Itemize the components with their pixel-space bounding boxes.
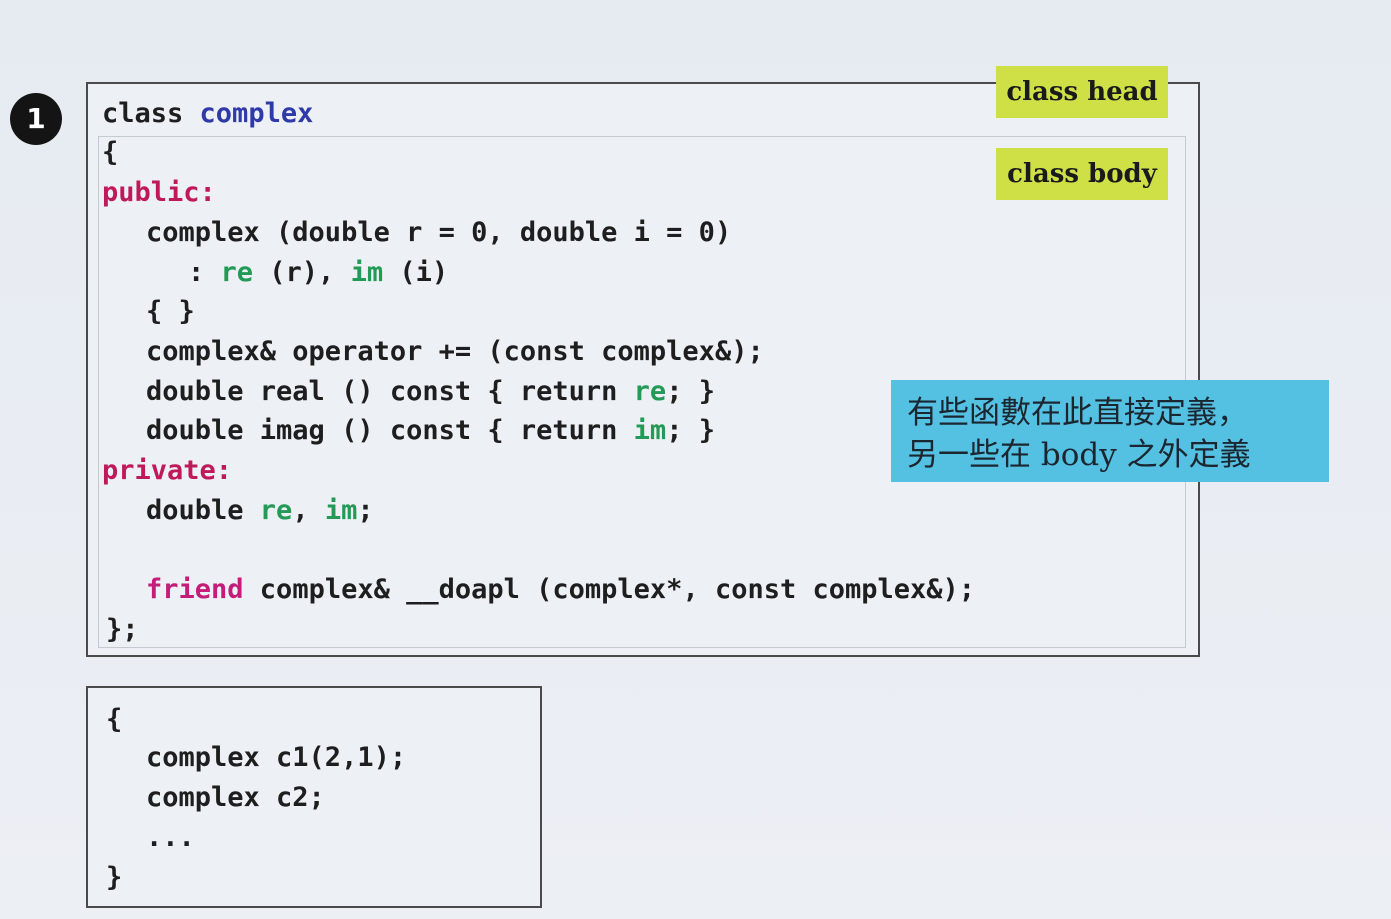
class-keyword: class bbox=[102, 98, 184, 129]
data-re-member: re bbox=[259, 495, 293, 526]
usage-open-brace: { bbox=[106, 704, 123, 735]
usage-ellipsis: ... bbox=[146, 822, 195, 853]
data-type: double bbox=[146, 495, 260, 526]
real-function-prefix: double real () const { return bbox=[146, 376, 634, 407]
note-line-2: 另一些在 body 之外定義 bbox=[907, 437, 1251, 473]
close-brace-line: }; bbox=[106, 614, 139, 645]
constructor-body: { } bbox=[146, 296, 195, 327]
private-keyword: private: bbox=[102, 455, 233, 486]
friend-keyword: friend bbox=[146, 574, 244, 605]
public-keyword: public: bbox=[102, 177, 216, 208]
class-head-label: class head bbox=[996, 66, 1168, 118]
note-line-1: 有些函數在此直接定義， bbox=[907, 395, 1248, 431]
init-re-member: re bbox=[220, 257, 254, 288]
class-body-label: class body bbox=[996, 148, 1168, 200]
real-return-member: re bbox=[633, 376, 667, 407]
constructor-signature: complex (double r = 0, double i = 0) bbox=[146, 217, 732, 248]
data-im-member: im bbox=[324, 495, 358, 526]
operator-declaration: complex& operator += (const complex&); bbox=[146, 336, 764, 367]
init-im-member: im bbox=[350, 257, 384, 288]
initializer-list-line: : re (r), im (i) bbox=[188, 257, 448, 289]
step-number-badge: 1 bbox=[10, 93, 62, 145]
data-members-line: double re, im; bbox=[146, 495, 374, 527]
explanation-note: 有些函數在此直接定義， 另一些在 body 之外定義 bbox=[891, 380, 1329, 482]
usage-example-box: { complex c1(2,1); complex c2; ... } bbox=[86, 686, 542, 908]
real-function-line: double real () const { return re; } bbox=[146, 376, 715, 408]
friend-declaration-line: friend complex& __doapl (complex*, const… bbox=[146, 574, 975, 606]
imag-function-line: double imag () const { return im; } bbox=[146, 415, 715, 447]
real-function-suffix: ; } bbox=[666, 376, 715, 407]
imag-function-suffix: ; } bbox=[666, 415, 715, 446]
data-separator: , bbox=[292, 495, 325, 526]
imag-function-prefix: double imag () const { return bbox=[146, 415, 634, 446]
class-name: complex bbox=[199, 98, 314, 129]
data-terminator: ; bbox=[357, 495, 374, 526]
class-head-line: class complex bbox=[102, 98, 313, 130]
usage-line-c1: complex c1(2,1); bbox=[146, 742, 407, 773]
imag-return-member: im bbox=[633, 415, 667, 446]
init-end: (i) bbox=[383, 257, 449, 288]
usage-close-brace: } bbox=[106, 862, 123, 893]
open-brace-line: { bbox=[102, 137, 119, 168]
init-mid: (r), bbox=[253, 257, 351, 288]
friend-declaration-rest: complex& __doapl (complex*, const comple… bbox=[243, 574, 976, 605]
usage-line-c2: complex c2; bbox=[146, 782, 325, 813]
init-colon: : bbox=[188, 257, 221, 288]
